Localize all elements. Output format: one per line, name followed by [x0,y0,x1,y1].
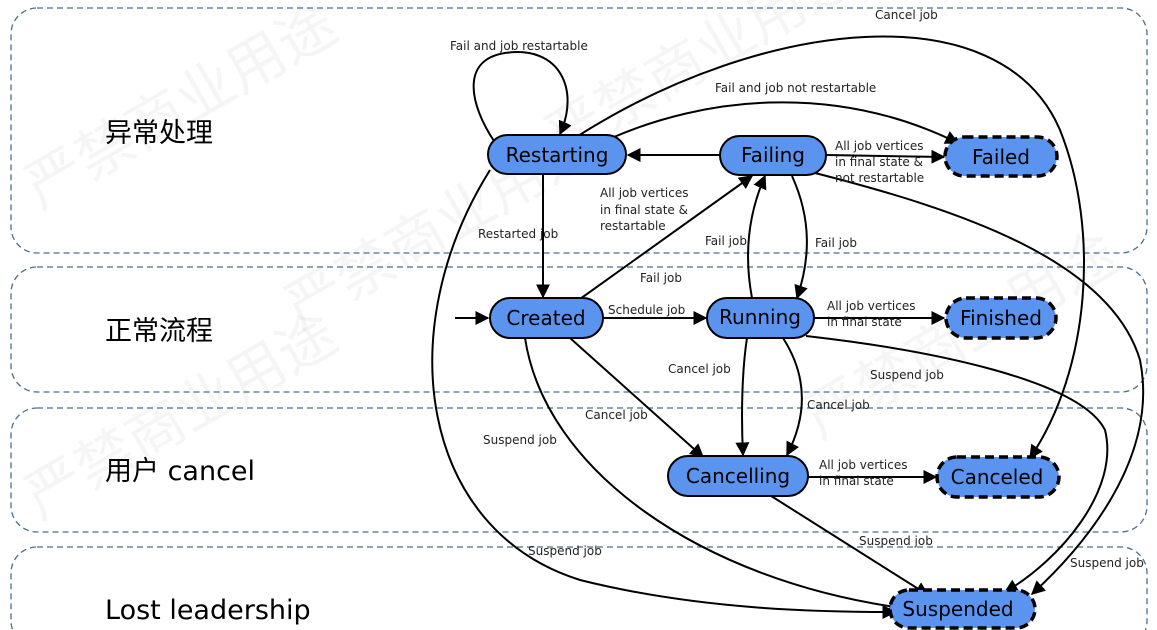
state-finished-label: Finished [960,306,1042,330]
edge-label-schedule-job: Schedule job [608,303,685,317]
edge-label-fail-job-created: Fail job [640,271,682,285]
edge-label-restarted-job: Restarted job [478,227,558,241]
edge-label-running-final-2: in final state [827,315,902,329]
state-created-label: Created [506,306,585,330]
edge-label-fail-restartable: Fail and job restartable [450,39,588,53]
edge-label-cancel-job-created: Cancel job [585,408,648,422]
state-failing: Failing [719,135,827,176]
state-restarting-label: Restarting [506,143,609,167]
edges [431,35,1145,619]
watermark-text-1: 严禁商业用途 [13,0,348,222]
band-lost-leadership [10,546,1148,630]
state-restarting: Restarting [487,134,627,175]
state-suspended-box [888,588,1037,630]
edge-restarting-to-failed [613,101,960,144]
edge-cancelling-to-suspended [767,493,930,596]
edge-restarting-to-canceled [577,35,1085,460]
state-running: Running [706,297,815,339]
edge-restarting-self-loop [472,51,572,142]
edge-label-cancel-job-running: Cancel job [668,362,731,376]
edge-label-restartable-2: in final state & [600,203,688,217]
edge-label-suspend-job-running: Suspend job [870,368,944,382]
edge-labels: Cancel job Fail and job restartable Fail… [450,8,1144,570]
edge-created-to-cancelling [569,337,705,458]
edge-running-to-cancelling-right [782,337,803,457]
edge-label-restartable-1: All job vertices [600,186,689,200]
state-finished-box [944,296,1058,340]
edge-running-to-cancelling-left [735,337,750,457]
edge-running-to-suspended [805,335,1109,593]
edge-label-fail-job-running-up: Fail job [705,234,747,248]
edge-label-failing-final-2: in final state & [835,155,923,169]
edge-failing-to-suspended [814,172,1145,595]
edge-label-failing-final-1: All job vertices [835,139,924,153]
state-finished: Finished [944,296,1058,340]
section-label-lost-leadership: Lost leadership [105,595,311,626]
watermark: 严禁商业用途 严禁商业用途 严禁商业用途 严禁商业用途 严禁商业用途 [13,0,1128,532]
section-label-exception: 异常处理 [105,118,213,149]
band-normal [10,266,1148,393]
edge-label-cancel-job-failing: Cancel job [807,398,870,412]
state-canceled: Canceled [935,455,1061,499]
state-failing-label: Failing [741,143,805,167]
edge-label-suspend-job-cancelling: Suspend job [859,534,933,548]
state-failed-box [943,135,1059,178]
edge-label-cancelling-final-2: in final state [819,474,894,488]
edge-label-running-final-1: All job vertices [827,299,916,313]
edge-label-suspend-job-created: Suspend job [528,544,602,558]
edge-restarting-to-suspended [431,169,897,619]
state-created: Created [489,297,604,339]
states: Restarting Failing Failed Created Runnin… [487,134,1061,630]
state-failed-label: Failed [972,145,1030,169]
state-running-label: Running [719,305,801,329]
state-failing-box [719,135,827,176]
edge-label-failing-final-3: not restartable [835,171,924,185]
state-running-box [706,297,815,339]
state-failed: Failed [943,135,1059,178]
edge-created-to-suspended [524,337,904,614]
state-canceled-label: Canceled [951,465,1044,489]
section-bands [10,7,1148,630]
state-restarting-box [487,134,627,175]
edge-label-cancel-job-top: Cancel job [875,8,938,22]
edge-label-suspend-job-failing: Suspend job [1070,556,1144,570]
state-cancelling-box [667,455,809,497]
section-label-normal: 正常流程 [105,316,213,347]
edge-label-fail-not-restartable: Fail and job not restartable [715,81,876,95]
state-cancelling-label: Cancelling [686,464,790,488]
state-canceled-box [935,455,1061,499]
edge-label-suspend-job-restarting: Suspend job [483,433,557,447]
band-exception [10,7,1148,254]
state-suspended-label: Suspended [902,597,1013,621]
edge-failing-to-failed [825,149,946,164]
edge-label-restartable-3: restartable [600,219,666,233]
section-label-user-cancel: 用户 cancel [105,456,255,487]
edge-label-cancelling-final-1: All job vertices [819,458,908,472]
state-created-box [489,297,604,339]
state-cancelling: Cancelling [667,455,809,497]
band-user-cancel [10,407,1148,533]
edge-label-fail-job-failing-down: Fail job [815,236,857,250]
state-suspended: Suspended [888,588,1037,630]
edge-running-to-failing [747,174,767,299]
edge-created-to-failing [572,175,754,305]
edge-failing-to-running [791,175,808,300]
